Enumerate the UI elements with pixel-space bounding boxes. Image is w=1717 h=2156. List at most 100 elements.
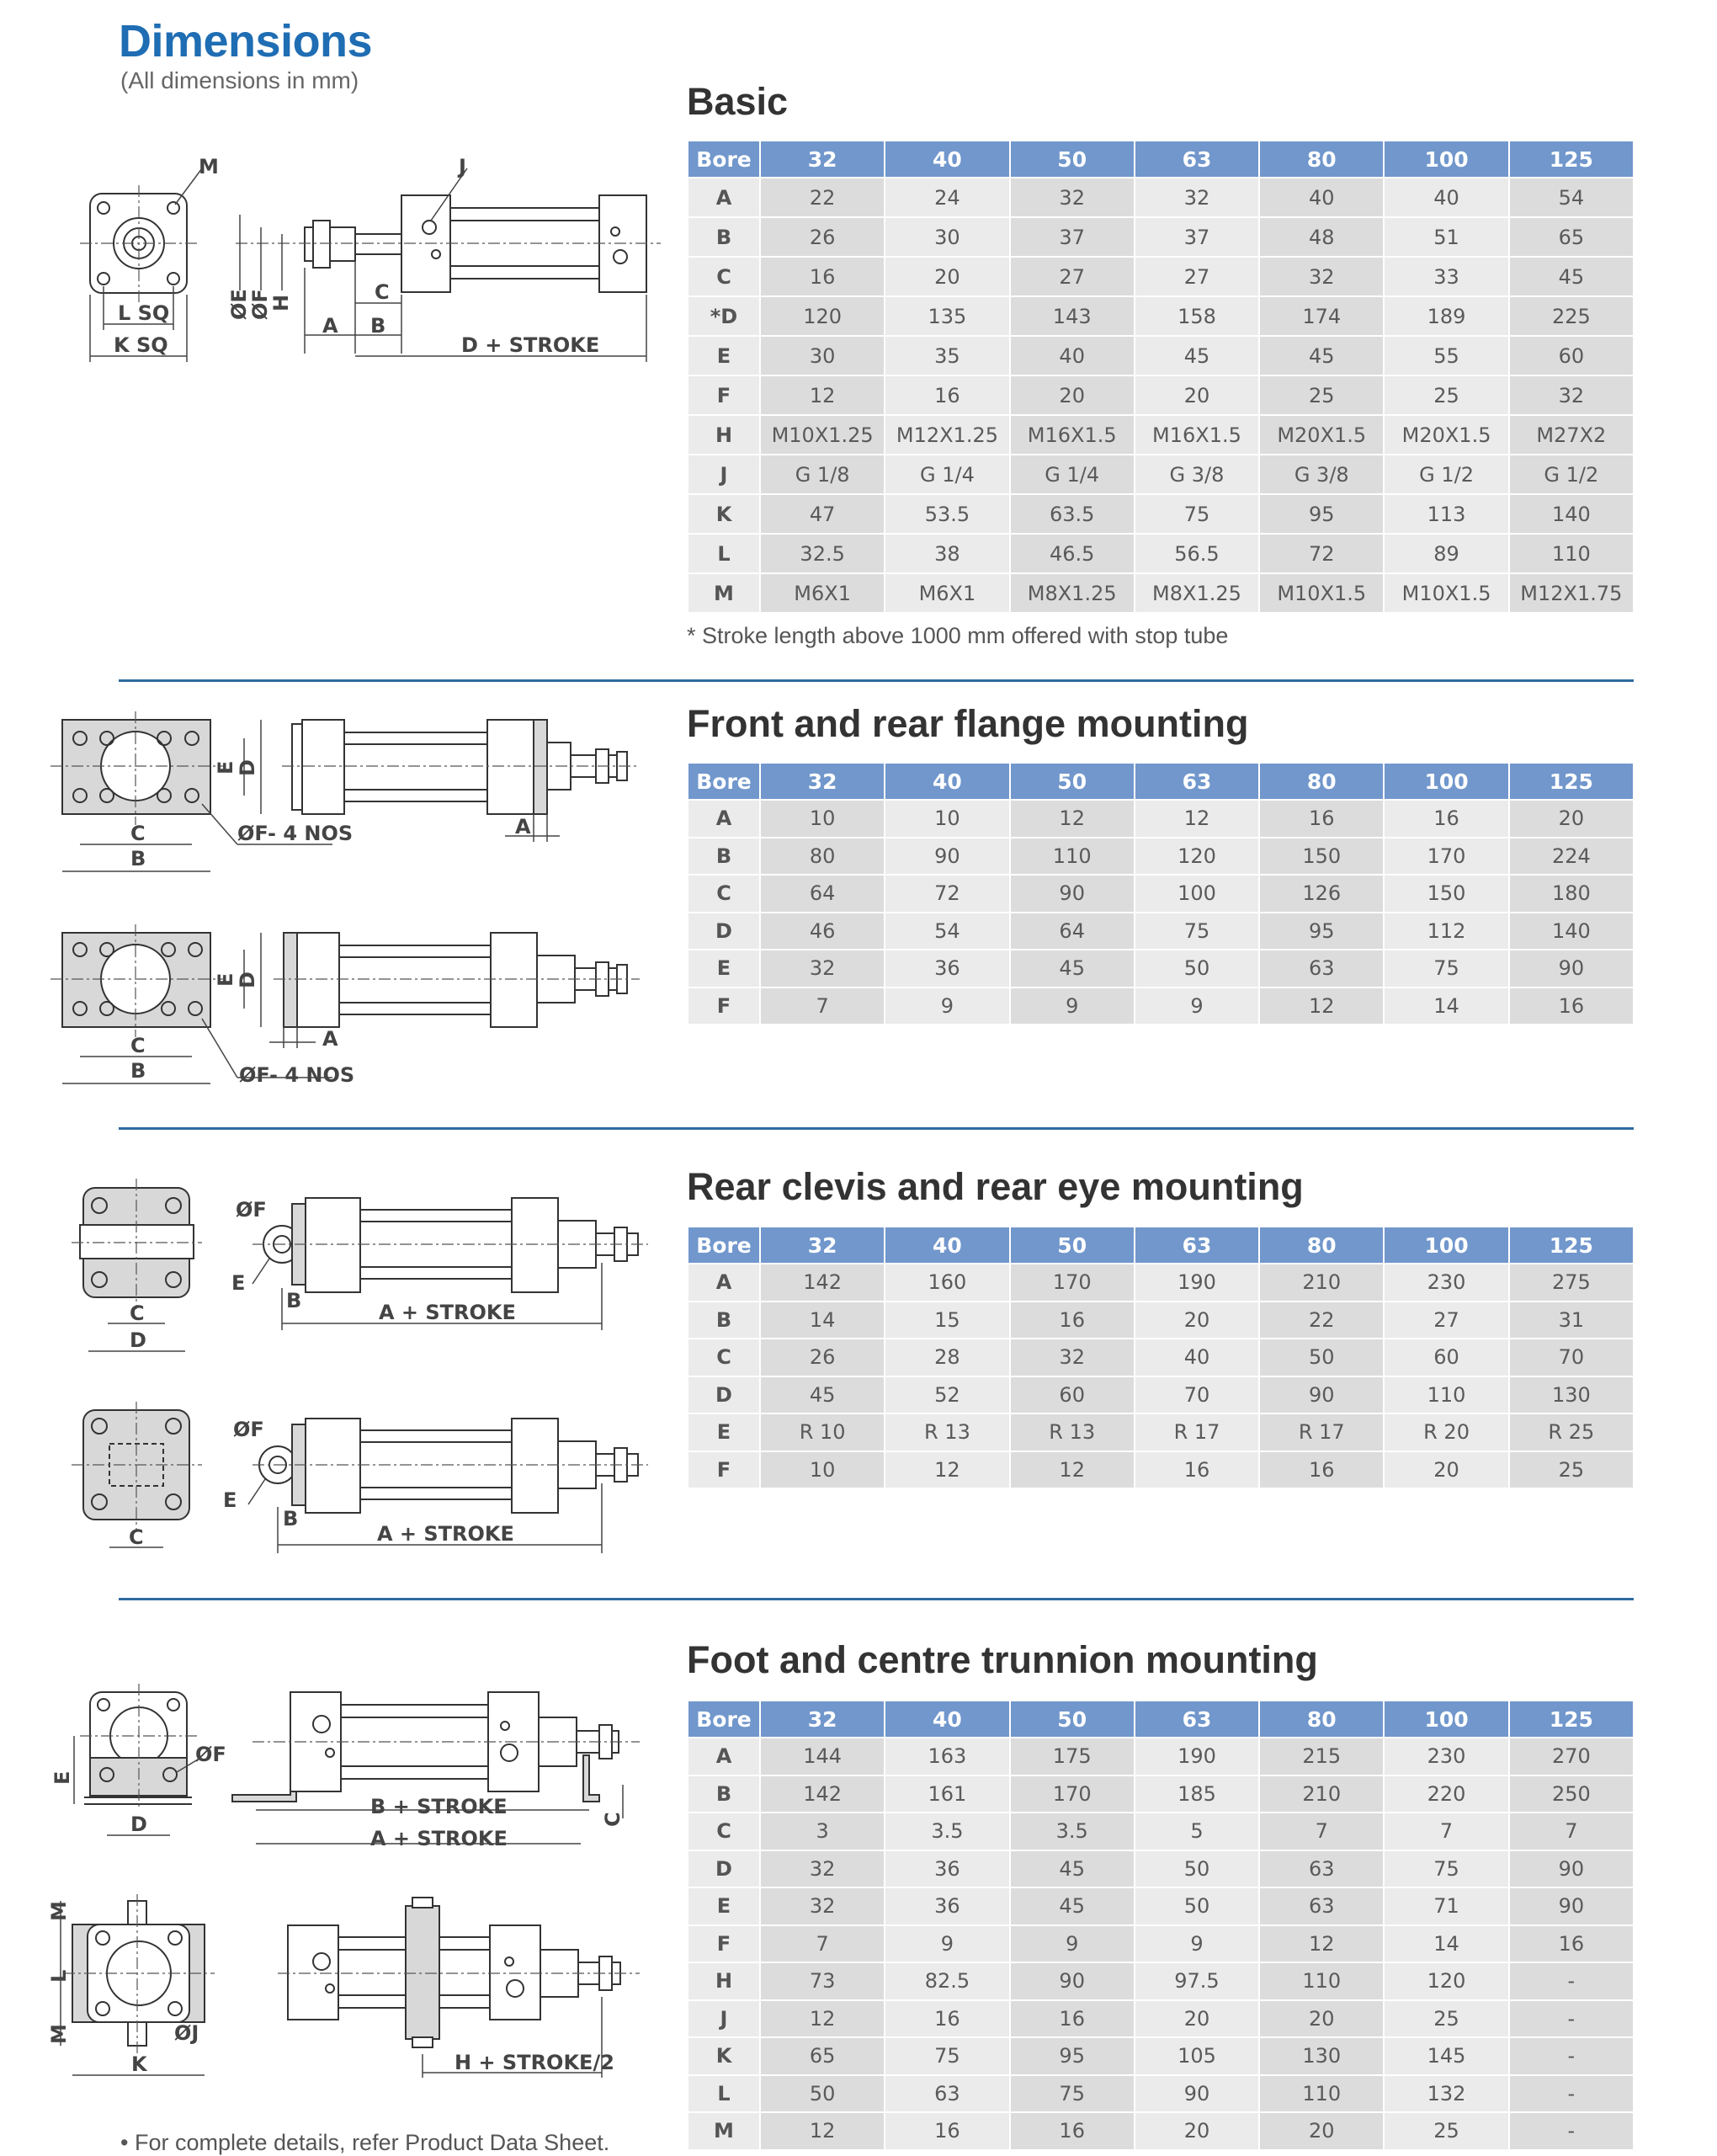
table-cell: 132 <box>1385 2075 1508 2111</box>
table-cell: 63 <box>885 2075 1009 2111</box>
table-cell: 70 <box>1509 1339 1633 1376</box>
table-cell: 46.5 <box>1010 535 1134 572</box>
label-a: A <box>515 815 531 838</box>
label-c: C <box>130 1034 146 1057</box>
header-bore-size: 63 <box>1135 1701 1259 1737</box>
table-cell: 31 <box>1509 1302 1633 1338</box>
header-bore-size: 63 <box>1135 141 1259 177</box>
table-cell: 126 <box>1260 876 1384 912</box>
table-cell: 64 <box>1010 913 1134 949</box>
label-l: L <box>47 1970 71 1983</box>
table-cell: 52 <box>885 1376 1009 1413</box>
table-cell: 14 <box>1385 988 1508 1024</box>
table-cell: - <box>1509 2113 1633 2149</box>
table-cell: 9 <box>1135 1925 1259 1962</box>
table-cell: 75 <box>1010 2075 1134 2111</box>
table-cell: 7 <box>1385 1813 1508 1850</box>
table-cell: 163 <box>885 1738 1009 1775</box>
table-cell: 25 <box>1509 1451 1633 1488</box>
table-cell: 45 <box>1135 337 1259 375</box>
section-title-foot: Foot and centre trunnion mounting <box>687 1638 1318 1681</box>
table-cell: 50 <box>761 2075 885 2111</box>
table-cell: 16 <box>1385 801 1508 837</box>
table-cell: 40 <box>1385 178 1508 216</box>
table-cell: 27 <box>1135 258 1259 295</box>
label-j: J <box>457 155 466 178</box>
table-cell: 275 <box>1509 1264 1633 1301</box>
table-cell: 10 <box>761 801 885 837</box>
header-bore-size: 63 <box>1135 764 1259 799</box>
label-h-stroke-half: H + STROKE/2 <box>454 2051 614 2074</box>
table-cell: 45 <box>761 1376 885 1413</box>
table-cell: 32 <box>761 1888 885 1924</box>
label-b: B <box>286 1289 301 1312</box>
table-cell: R 17 <box>1260 1414 1384 1451</box>
table-cell: 97.5 <box>1135 1963 1259 1999</box>
row-label: K <box>688 2038 759 2074</box>
table-cell: 7 <box>761 1925 885 1962</box>
section-divider <box>119 1127 1634 1130</box>
table-cell: 12 <box>761 2000 885 2036</box>
table-cell: 37 <box>1010 218 1134 256</box>
row-label: D <box>688 913 759 949</box>
table-cell: 72 <box>885 876 1009 912</box>
front-flange-drawing: C B ØF- 4 NOS E D A <box>50 711 640 872</box>
table-cell: M12X1.25 <box>885 416 1009 454</box>
header-bore-size: 100 <box>1385 764 1508 799</box>
label-c: C <box>601 1812 625 1827</box>
table-cell: 55 <box>1385 337 1508 375</box>
label-a-stroke: A + STROKE <box>377 1522 514 1546</box>
table-cell: 90 <box>1010 1963 1134 1999</box>
table-cell: 16 <box>1260 801 1384 837</box>
table-cell: 40 <box>1010 337 1134 375</box>
table-cell: 143 <box>1010 297 1134 335</box>
table-cell: - <box>1509 2000 1633 2036</box>
table-cell: 190 <box>1135 1738 1259 1775</box>
table-cell: 28 <box>885 1339 1009 1376</box>
row-label: D <box>688 1376 759 1413</box>
label-l-sq: L SQ <box>118 301 169 325</box>
table-cell: 63.5 <box>1010 495 1134 533</box>
table-cell: 14 <box>1385 1925 1508 1962</box>
table-cell: 3.5 <box>885 1813 1009 1850</box>
label-e: E <box>214 761 237 775</box>
label-d: D <box>130 1328 146 1352</box>
table-cell: - <box>1509 2038 1633 2074</box>
table-cell: 174 <box>1260 297 1384 335</box>
label-b: B <box>370 314 385 338</box>
table-cell: 110 <box>1385 1376 1508 1413</box>
label-e: E <box>231 1271 245 1295</box>
table-cell: 36 <box>885 1850 1009 1887</box>
header-bore-size: 40 <box>885 764 1009 799</box>
table-cell: G 1/2 <box>1509 455 1633 493</box>
table-cell: 7 <box>1509 1813 1633 1850</box>
table-cell: 75 <box>885 2038 1009 2074</box>
table-cell: M8X1.25 <box>1010 574 1134 612</box>
table-cell: 112 <box>1385 913 1508 949</box>
row-label: J <box>688 2000 759 2036</box>
table-cell: 25 <box>1385 2113 1508 2149</box>
label-c: C <box>129 1525 144 1549</box>
foot-mounting-drawing: E ØF D B + STROKE A + STROKE C <box>50 1684 640 1850</box>
table-cell: 72 <box>1260 535 1384 572</box>
table-cell: 65 <box>761 2038 885 2074</box>
table-cell: 25 <box>1385 2000 1508 2036</box>
table-cell: 12 <box>761 2113 885 2149</box>
table-cell: 20 <box>1135 1302 1259 1338</box>
header-bore-size: 40 <box>885 1701 1009 1737</box>
table-cell: M6X1 <box>761 574 885 612</box>
header-bore-size: 100 <box>1385 1701 1508 1737</box>
table-cell: 16 <box>761 258 885 295</box>
table-cell: G 1/4 <box>1010 455 1134 493</box>
table-cell: 16 <box>885 2113 1009 2149</box>
table-cell: M10X1.25 <box>761 416 885 454</box>
table-cell: 110 <box>1010 838 1134 874</box>
